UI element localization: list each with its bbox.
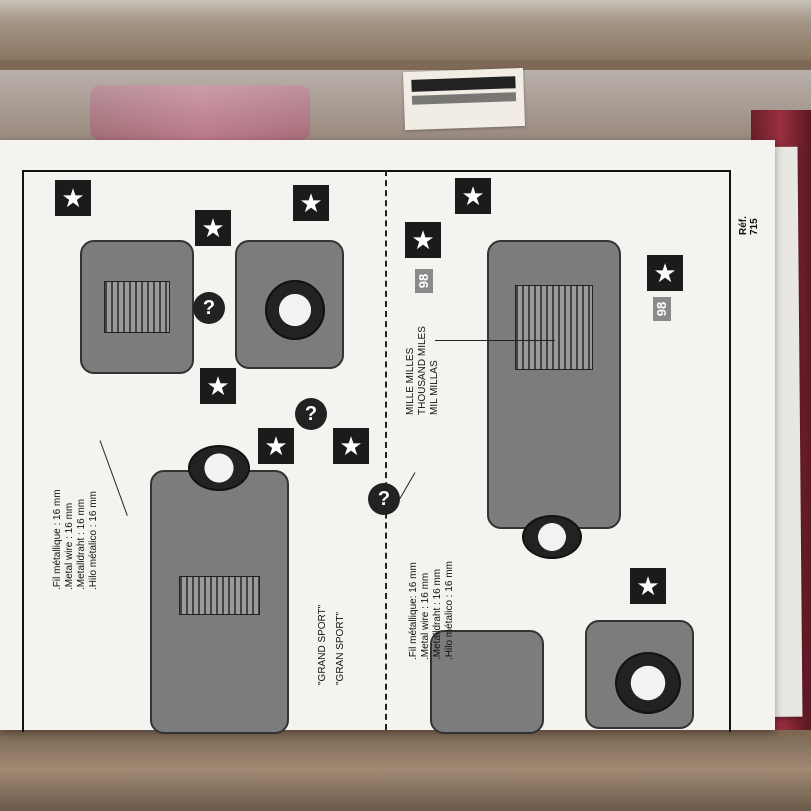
car-detail-front	[430, 630, 544, 734]
grand-sport-line: "GRAN SPORT"	[335, 611, 346, 685]
instruction-sheet: Réf. 715 ★ ★ ★ ★ ★ ★ ? ? ? ★ ★ ★ ★ 98 98…	[0, 140, 775, 734]
star-icon: ★	[333, 428, 369, 464]
reference-number: Réf. 715	[738, 216, 760, 235]
dashed-divider	[385, 170, 387, 730]
star-icon: ★	[630, 568, 666, 604]
spare-wheel	[522, 515, 582, 559]
box-top-rim	[0, 0, 811, 60]
star-icon: ★	[293, 185, 329, 221]
miles-line: MILLE MILLES	[405, 347, 416, 415]
question-icon: ?	[295, 398, 327, 430]
star-icon: ★	[647, 255, 683, 291]
sheet-frame	[22, 170, 731, 732]
car-top-view-right	[487, 240, 621, 529]
decal-strip	[411, 92, 517, 105]
grand-sport-line: "GRAND SPORT"	[317, 604, 328, 685]
hood-louvres	[515, 284, 593, 371]
question-icon: ?	[193, 292, 225, 324]
wire-note-right: .Fil métallique: 16 mm .Metal wire : 16 …	[408, 561, 456, 660]
wire-note-line: .Metal wire : 16 mm	[420, 572, 431, 660]
wire-note-line: .Metalldraht : 16 mm	[432, 568, 443, 660]
spare-wheel	[188, 445, 250, 491]
wire-note-line: .Metal wire : 16 mm	[64, 502, 75, 590]
question-icon: ?	[368, 483, 400, 515]
wire-note-line: .Fil métallique : 16 mm	[52, 489, 63, 590]
star-icon: ★	[55, 180, 91, 216]
hood-louvres	[179, 576, 260, 615]
car-front-view	[80, 240, 194, 374]
wire-note-line: .Hilo métalico : 16 mm	[444, 561, 455, 660]
star-icon: ★	[455, 178, 491, 214]
wire-note-left: .Fil métallique : 16 mm .Metal wire : 16…	[52, 489, 100, 590]
car-top-view-left	[150, 470, 289, 734]
star-icon: ★	[195, 210, 231, 246]
number-badge: 98	[653, 297, 671, 321]
decal-strip	[411, 76, 516, 92]
radiator-grille	[104, 281, 170, 333]
star-icon: ★	[258, 428, 294, 464]
star-icon: ★	[405, 222, 441, 258]
spare-wheel	[265, 280, 325, 340]
number-badge: 98	[415, 269, 433, 293]
wire-note-line: .Hilo métalico : 16 mm	[88, 491, 99, 590]
spare-wheel	[615, 652, 681, 714]
miles-line: THOUSAND MILES	[417, 326, 428, 415]
box-bottom-rim	[0, 735, 811, 811]
wire-note-line: .Metalldraht : 16 mm	[76, 498, 87, 590]
decal-sheet	[403, 67, 525, 131]
wire-note-line: .Fil métallique: 16 mm	[408, 562, 419, 660]
leader-line	[435, 340, 555, 341]
star-icon: ★	[200, 368, 236, 404]
grand-sport-label: "GRAND SPORT" "GRAN SPORT"	[317, 605, 347, 685]
